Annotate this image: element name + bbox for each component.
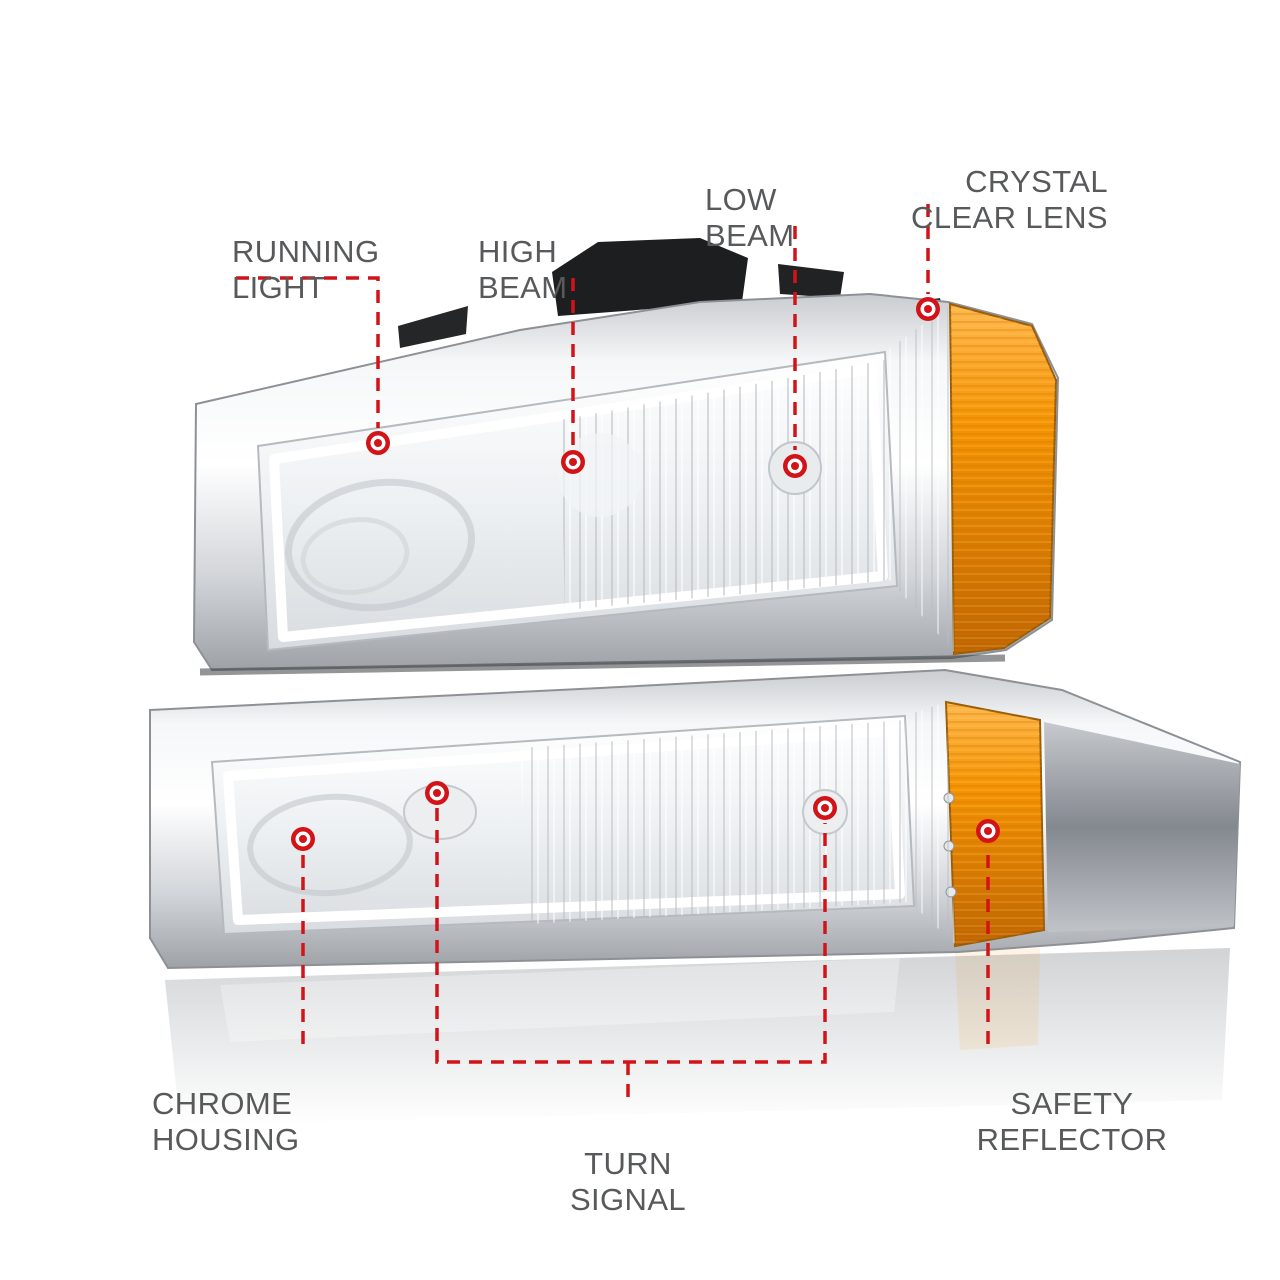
- callout-label: RUNNING LIGHT: [232, 234, 380, 305]
- reflector-bowl-lower: [247, 793, 413, 897]
- marker-chrome-housing: [291, 827, 315, 851]
- reflector-bowl-upper: [284, 478, 476, 612]
- marker-low-beam: [783, 454, 807, 478]
- high-beam-bulb: [558, 433, 642, 517]
- callout-label: HIGH BEAM: [478, 234, 568, 305]
- marker-running-light: [366, 431, 390, 455]
- marker-safety-reflector: [976, 819, 1000, 843]
- marker-crystal-clear-lens: [916, 297, 940, 321]
- callout-chrome-housing: CHROME HOUSING: [152, 1050, 299, 1158]
- marker-turn-signal-right: [813, 796, 837, 820]
- callout-high-beam: HIGH BEAM: [478, 198, 567, 306]
- marker-high-beam: [561, 450, 585, 474]
- callout-label: CHROME HOUSING: [152, 1086, 300, 1157]
- callout-running-light: RUNNING LIGHT: [232, 198, 379, 306]
- body-seam: [199, 654, 1006, 676]
- chrome-end-cap: [1044, 722, 1240, 932]
- callout-label: SAFETY REFLECTOR: [976, 1086, 1168, 1157]
- marker-turn-signal-left: [425, 781, 449, 805]
- callout-turn-signal: TURN SIGNAL: [518, 1110, 738, 1218]
- signal-light-lower: [149, 668, 1242, 970]
- callout-low-beam: LOW BEAM: [705, 146, 794, 254]
- callout-crystal-clear-lens: CRYSTAL CLEAR LENS: [860, 128, 1108, 236]
- point-markers: [291, 297, 1000, 851]
- leader-running-light: [236, 276, 380, 428]
- callout-label: TURN SIGNAL: [569, 1146, 687, 1217]
- callout-label: LOW BEAM: [705, 182, 795, 253]
- headlight-upper: [192, 292, 1060, 672]
- callout-safety-reflector: SAFETY REFLECTOR: [960, 1050, 1184, 1158]
- floor-reflection: [165, 948, 1230, 1125]
- leader-turn-signal: [435, 808, 827, 1064]
- callout-label: CRYSTAL CLEAR LENS: [911, 164, 1108, 235]
- leader-lines: [236, 204, 990, 1104]
